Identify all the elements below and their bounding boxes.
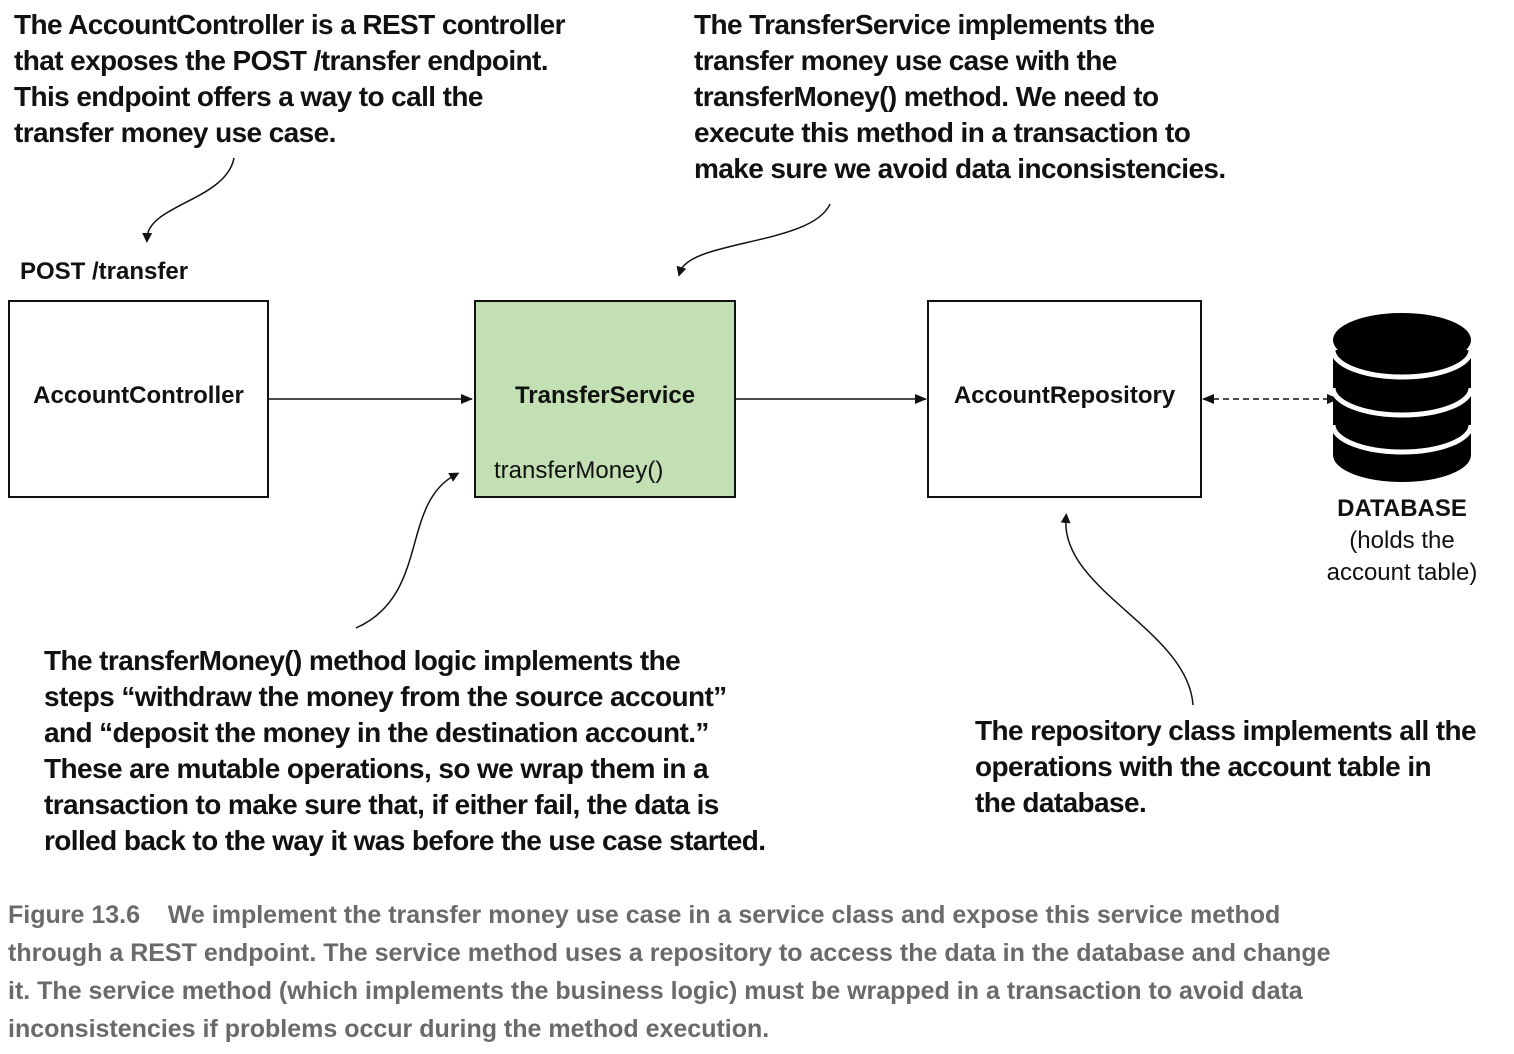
database-sublabel-line: (holds the [1349,527,1455,554]
note-service-line: make sure we avoid data inconsistencies. [694,153,1226,184]
note-repository: The repository class implements all the … [975,713,1477,821]
endpoint-label: POST /transfer [20,258,189,285]
note-method-line: The transferMoney() method logic impleme… [44,645,681,676]
note-method-line: steps “withdraw the money from the sourc… [44,681,727,712]
database-label: DATABASE (holds the account table) [1302,493,1502,589]
note-controller-line: transfer money use case. [14,117,336,148]
figure-caption: Figure 13.6 We implement the transfer mo… [8,896,1331,1048]
transfer-service-title: TransferService [514,382,696,409]
annotation-curve-method [355,472,460,629]
caption-line: Figure 13.6 We implement the transfer mo… [8,901,1281,929]
note-controller-line: that exposes the POST /transfer endpoint… [14,45,549,76]
annotation-curve-service [676,203,831,277]
database-title: DATABASE [1337,495,1467,522]
database-sublabel-line: account table) [1326,559,1478,586]
account-controller-title: AccountController [33,382,244,409]
note-service: The TransferService implements the trans… [694,7,1226,187]
account-repository-title: AccountRepository [953,382,1176,409]
note-service-line: transferMoney() method. We need to [694,81,1159,112]
annotation-curve-repository [1060,513,1194,706]
transfer-service-box: TransferService transferMoney() [474,300,736,498]
note-method-line: and “deposit the money in the destinatio… [44,717,709,748]
account-repository-box: AccountRepository [927,300,1202,498]
annotation-curve-controller [142,157,235,243]
transfer-money-method: transferMoney() [494,457,664,484]
note-repository-line: the database. [975,787,1147,818]
note-repository-line: operations with the account table in [975,751,1432,782]
note-controller: The AccountController is a REST controll… [14,7,566,151]
account-controller-box: AccountController [8,300,269,498]
caption-line: it. The service method (which implements… [8,977,1303,1005]
note-service-line: transfer money use case with the [694,45,1117,76]
caption-line: through a REST endpoint. The service met… [8,939,1331,967]
caption-line: inconsistencies if problems occur during… [8,1015,770,1043]
note-controller-line: This endpoint offers a way to call the [14,81,483,112]
note-controller-line: The AccountController is a REST controll… [14,9,566,40]
note-service-line: execute this method in a transaction to [694,117,1191,148]
note-method-line: rolled back to the way it was before the… [44,825,766,856]
note-repository-line: The repository class implements all the [975,715,1477,746]
note-method: The transferMoney() method logic impleme… [44,643,766,859]
note-method-line: These are mutable operations, so we wrap… [44,753,709,784]
database-icon [1330,313,1474,482]
note-service-line: The TransferService implements the [694,9,1155,40]
note-method-line: transaction to make sure that, if either… [44,789,719,820]
